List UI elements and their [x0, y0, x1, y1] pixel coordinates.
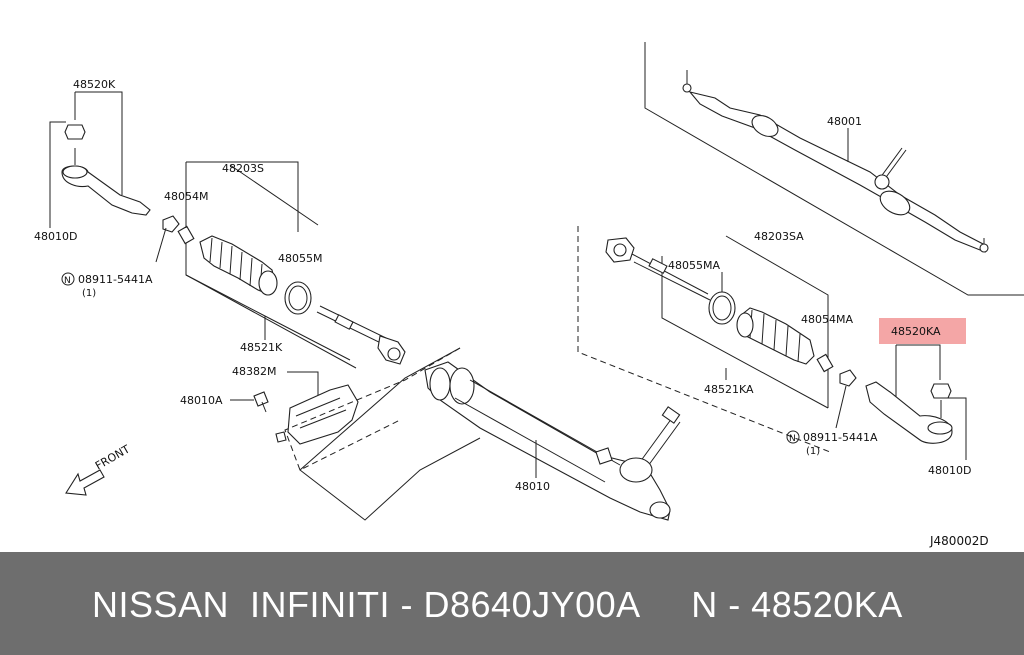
label-48010D-right: 48010D	[928, 464, 971, 477]
gear-housing-48010: 48010	[284, 347, 681, 521]
highlight-48520KA	[879, 318, 966, 344]
label-08911-left: 08911-5441A	[78, 273, 153, 286]
diagram-code: J480002D	[929, 534, 989, 548]
insulator-48382M: 48382M 48010A	[180, 365, 359, 445]
tie-rod-end-right: 48520KA 48010D	[865, 318, 971, 477]
boot-kit-left: 48203S 48054M 48055M 48521K	[164, 161, 406, 369]
label-48055M: 48055M	[278, 252, 322, 265]
tie-rod-end-left: 48520K 48010D	[34, 78, 151, 243]
front-label: FRONT	[93, 442, 132, 472]
label-48010: 48010	[515, 480, 550, 493]
label-48054M: 48054M	[164, 190, 208, 203]
label-48010D-left: 48010D	[34, 230, 77, 243]
label-48203SA: 48203SA	[754, 230, 804, 243]
lock-nut-left: N 08911-5441A (1)	[61, 215, 180, 299]
label-48521K: 48521K	[240, 341, 283, 354]
label-48520K: 48520K	[73, 78, 116, 91]
label-48382M: 48382M	[232, 365, 276, 378]
parts-diagram: 48001 48520K 48010D N 08911-5441A (1)	[34, 42, 1024, 548]
label-08911-right: 08911-5441A	[803, 431, 878, 444]
part-number-banner: NISSAN INFINITI - D8640JY00A N - 48520KA	[0, 552, 1024, 655]
label-08911-left-qty: (1)	[82, 288, 96, 299]
label-48054MA: 48054MA	[801, 313, 853, 326]
n-symbol-right: N	[789, 434, 796, 444]
lock-nut-right: N 08911-5441A (1)	[786, 369, 878, 457]
label-48001: 48001	[827, 115, 862, 128]
label-48010A: 48010A	[180, 394, 223, 407]
label-48203S: 48203S	[222, 162, 264, 175]
assembly-48001: 48001	[644, 42, 1024, 296]
boot-kit-right: 48203SA 48055MA 48054MA 48521KA	[577, 226, 853, 453]
front-direction-indicator: FRONT	[65, 442, 132, 496]
n-symbol-left: N	[64, 276, 71, 286]
part-number-text: NISSAN INFINITI - D8640JY00A N - 48520KA	[92, 584, 903, 625]
front-arrow-icon	[65, 469, 105, 496]
label-48521KA: 48521KA	[704, 383, 754, 396]
label-48055MA: 48055MA	[668, 259, 720, 272]
label-08911-right-qty: (1)	[806, 446, 820, 457]
label-48520KA: 48520KA	[891, 325, 941, 338]
